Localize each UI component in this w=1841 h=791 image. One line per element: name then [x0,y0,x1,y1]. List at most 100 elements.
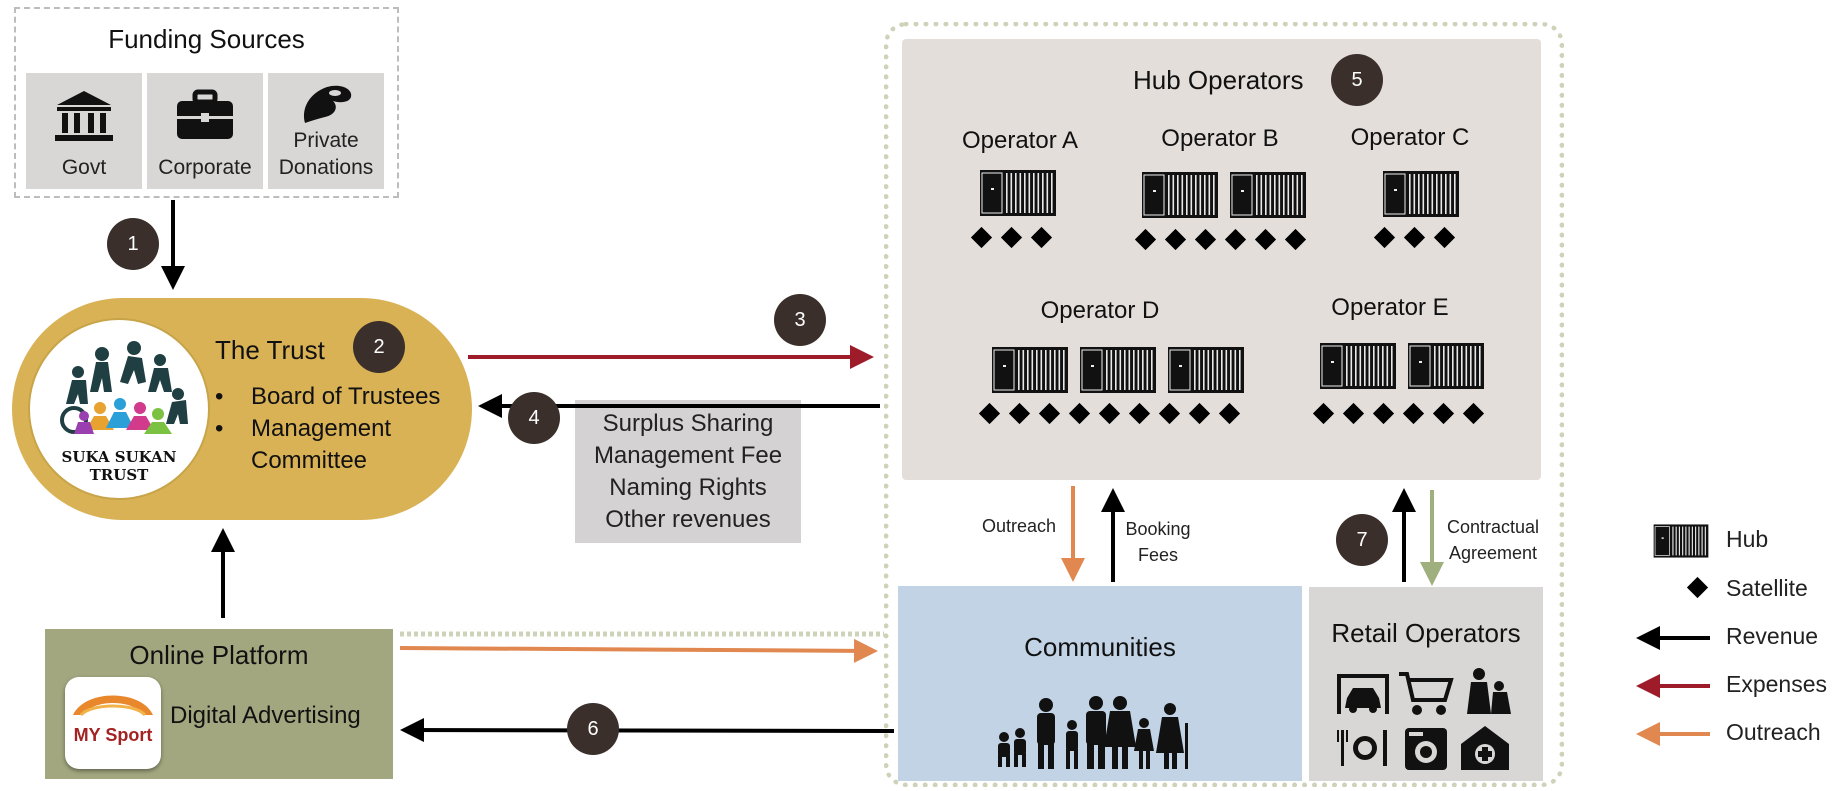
satellite-diamond-icon [1372,402,1395,425]
shopping-cart-icon [1399,672,1454,715]
satellite-diamond-icon [1008,402,1031,425]
revenue-list-box: Surplus Sharing Management Fee Naming Ri… [575,400,801,543]
trust-bullet-item: Management Committee [251,415,392,474]
arrow-communities-to-online-revenue [400,718,895,743]
funding-tile-govt: Govt [26,73,142,189]
trust-bullet-list: • Board of Trustees • Management Committ… [215,381,455,477]
satellite-diamond-icon [1224,228,1247,251]
hub-network-border [884,22,1564,787]
retail-operators-title: Retail Operators [1331,618,1521,648]
satellite-row [970,226,1053,249]
family-icon [990,693,1200,776]
hub-row [1318,341,1486,391]
revenue-item: Surplus Sharing [602,409,774,437]
satellite-row [1134,228,1307,251]
communities-title: Communities [1024,632,1176,662]
funding-sources-title: Funding Sources [108,24,305,54]
satellite-diamond-icon [1284,228,1307,251]
operator-label: Operator B [1161,125,1279,152]
booking-fees-flow-label: Booking Fees [1125,519,1191,565]
hub-row [990,345,1246,395]
legend-label: Expenses [1726,671,1828,697]
operator-label: Operator C [1350,124,1470,151]
digital-advertising-label: Digital Advertising [170,702,361,729]
bank-icon [26,89,142,143]
satellite-diamond-icon [1030,226,1053,249]
mysport-logo-text: MY Sport [73,725,153,745]
arrow-online-to-communities-outreach [399,638,878,663]
stadium-icon [73,695,153,717]
funding-label-govt: Govt [61,156,107,179]
step-badge-5: 5 [1331,54,1383,106]
satellite-diamond-icon [1158,402,1181,425]
satellite-diamond-icon [1432,402,1455,425]
step-badge-7: 7 [1336,514,1388,566]
satellite-diamond-icon [1134,228,1157,251]
step-badge-2: 2 [353,321,405,373]
hub-icon [1142,172,1218,218]
hub-icon [1230,172,1306,218]
clinic-icon [1461,726,1509,770]
satellite-diamond-icon [1402,402,1425,425]
revenue-item: Other revenues [605,505,771,533]
satellite-diamond-icon [1068,402,1091,425]
contractual-flow-label: Contractual Agreement [1446,517,1540,563]
legend-label: Hub [1726,526,1769,552]
hub-icon [992,347,1068,393]
funding-sources-panel [14,7,399,198]
hub-icon [1168,347,1244,393]
hub-icon [1653,524,1709,558]
satellite-diamond-icon [1098,402,1121,425]
hub-operators-panel [902,39,1541,480]
hub-icon [1320,343,1396,389]
hub-icon [980,170,1056,216]
satellite-diamond-icon [1188,402,1211,425]
hub-row [978,168,1058,218]
satellite-diamond-icon [978,402,1001,425]
legend-label: Revenue [1726,623,1819,649]
revenue-item: Naming Rights [609,473,767,501]
retail-icons [1335,668,1519,777]
athletes-icon [60,341,188,434]
hub-row [1381,169,1461,219]
satellite-row [978,402,1241,425]
hub-operators-title: Hub Operators [1133,65,1304,95]
operator-label: Operator D [1040,297,1160,324]
satellite-row [1312,402,1485,425]
funding-tile-private: Private Donations [268,73,384,189]
satellite-diamond-icon [1254,228,1277,251]
outreach-flow-label: Outreach [982,516,1057,536]
funding-label-corporate: Corporate [158,156,252,179]
funding-tile-corporate: Corporate [147,73,263,189]
satellite-diamond-icon [1000,226,1023,249]
satellite-diamond-icon [1194,228,1217,251]
restaurant-icon [1337,730,1387,766]
briefcase-icon [147,89,263,143]
trust-logo: SUKA SUKAN TRUST [28,318,210,500]
hub-icon [1080,347,1156,393]
childcare-icon [1467,668,1511,714]
laundry-icon [1405,728,1447,770]
satellite-diamond-icon [970,226,993,249]
satellite-diamond-icon [1403,226,1426,249]
trust-logo-text: SUKA SUKAN TRUST [61,448,177,484]
hub-row [1140,170,1308,220]
trust-bullet-item: Board of Trustees [251,383,441,410]
step-badge-1: 1 [107,218,159,270]
satellite-diamond-icon [1038,402,1061,425]
hub-icon [1652,523,1710,564]
car-wash-icon [1337,674,1389,714]
step-badge-6: 6 [567,703,619,755]
operator-label: Operator E [1331,294,1449,321]
satellite-diamond-icon [1164,228,1187,251]
satellite-diamond-icon [1462,402,1485,425]
online-platform-title: Online Platform [129,640,309,670]
satellite-diamond-icon [1218,402,1241,425]
step-badge-4: 4 [508,392,560,444]
satellite-diamond-icon [1312,402,1335,425]
satellite-diamond-icon [1128,402,1151,425]
donation-hand-icon [268,79,384,129]
hub-icon [1383,171,1459,217]
diamond-icon [1686,576,1709,599]
legend-label: Outreach [1726,719,1821,745]
